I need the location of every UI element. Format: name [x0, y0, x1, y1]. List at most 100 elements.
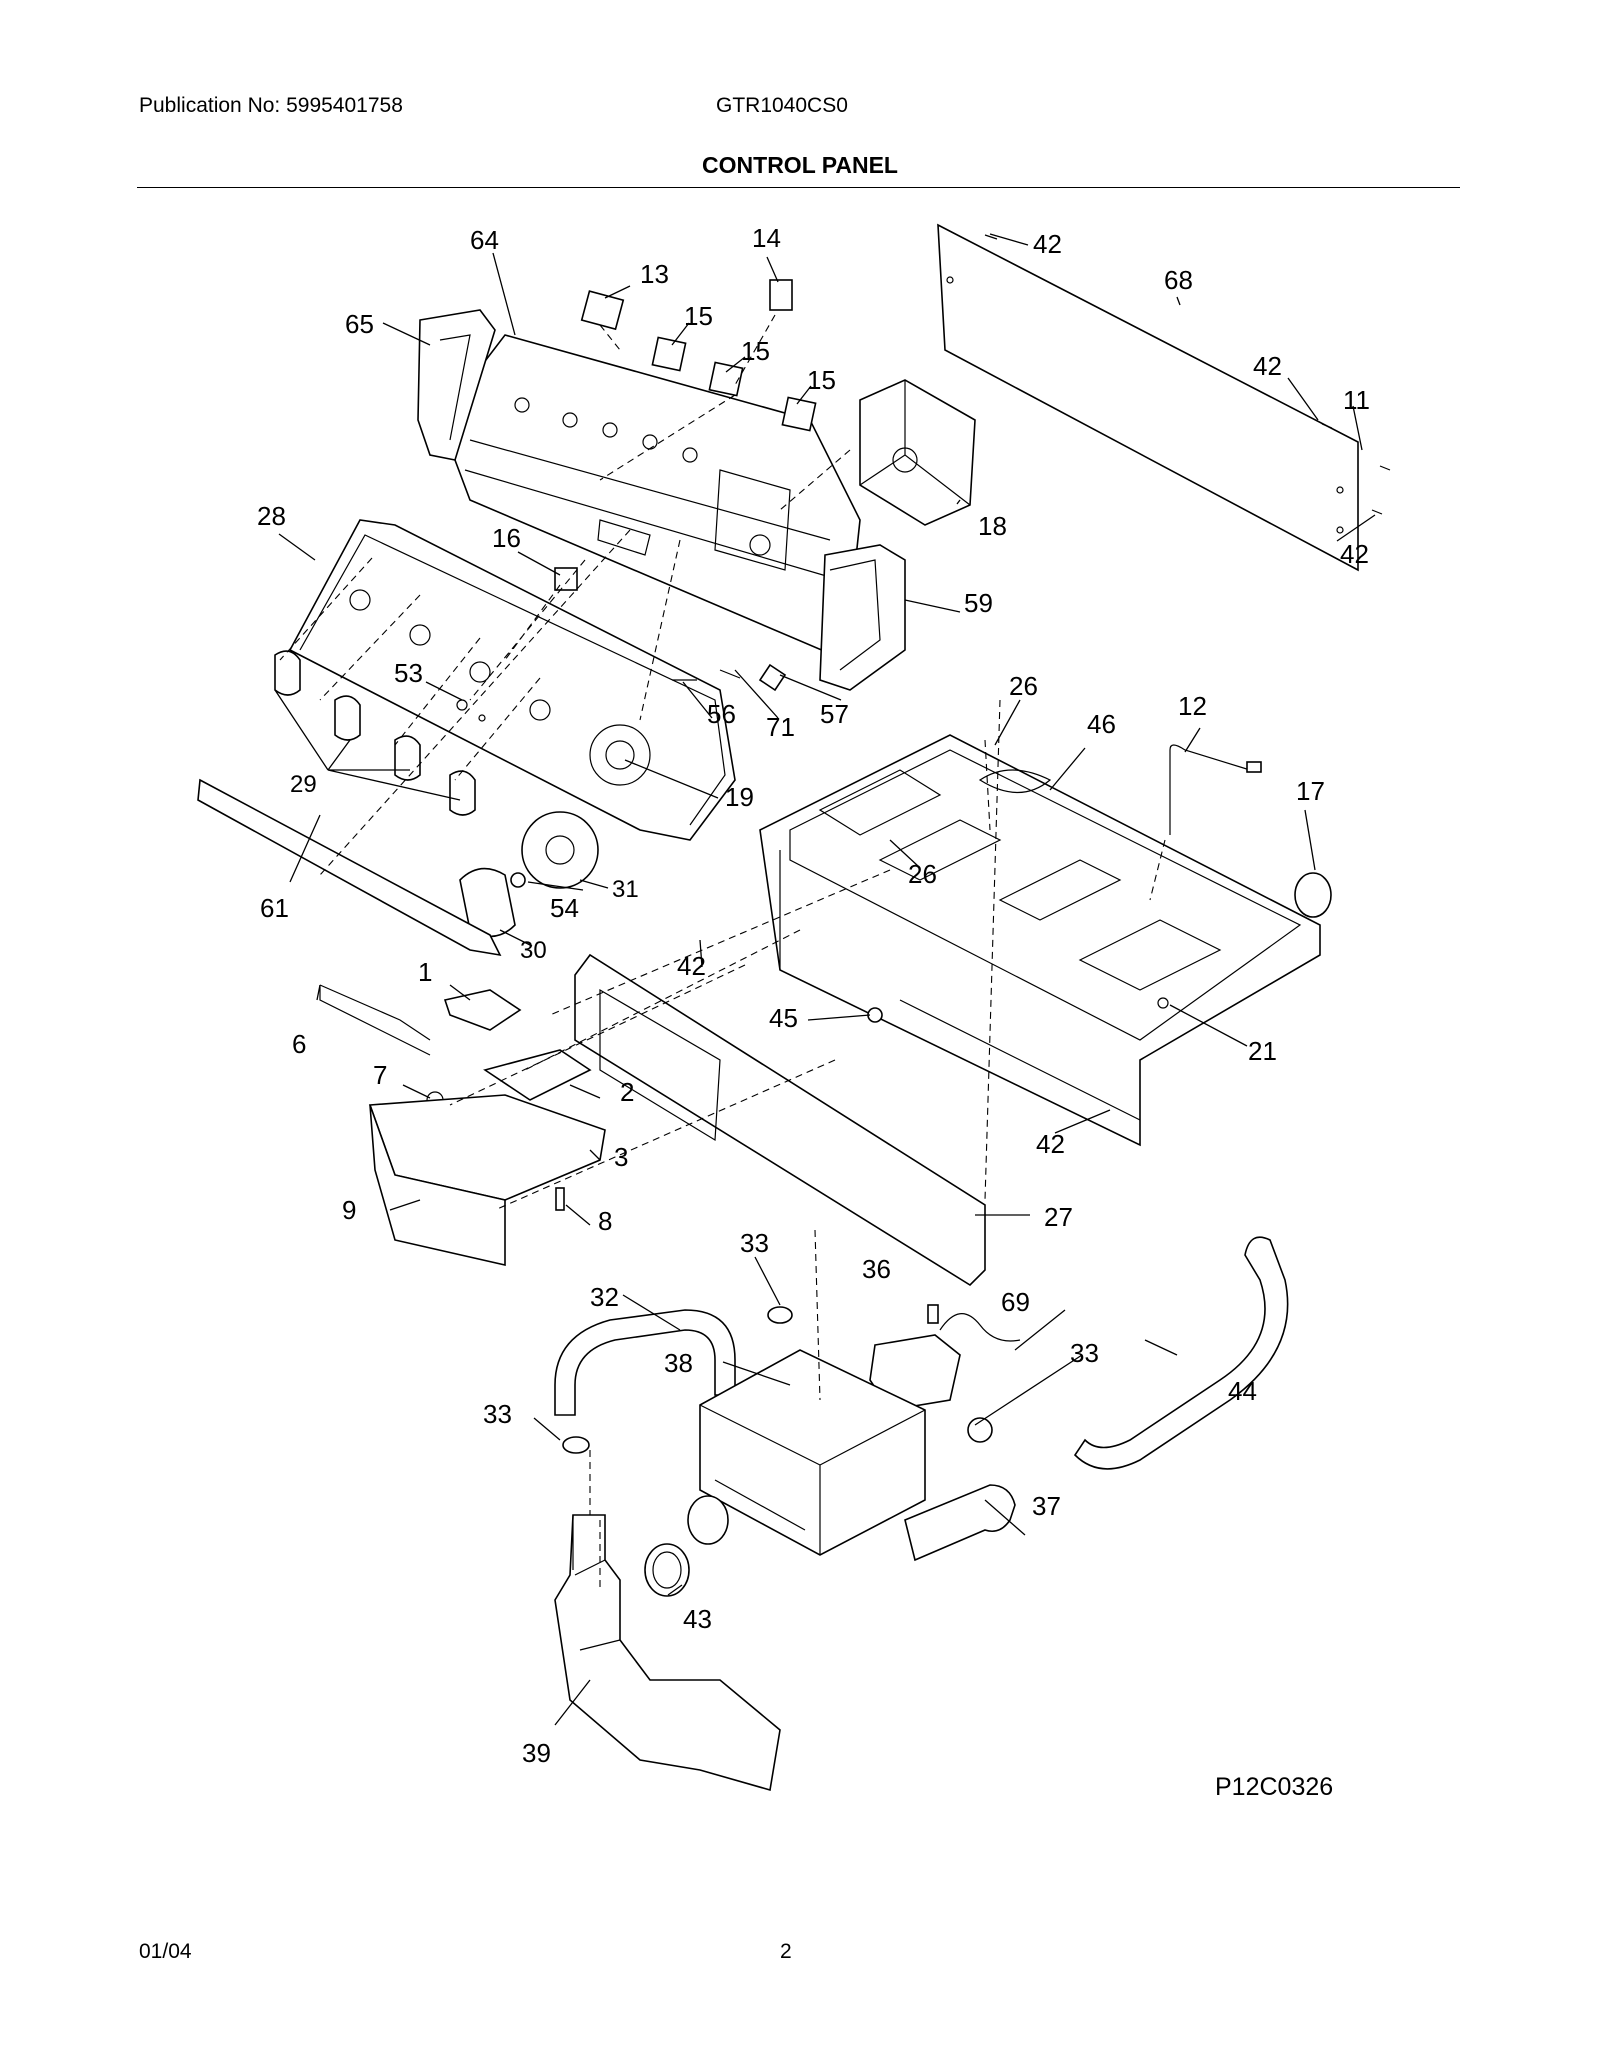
harness-part	[1169, 744, 1251, 835]
left-end-cap-part	[417, 309, 496, 461]
page-title: CONTROL PANEL	[702, 152, 898, 178]
tub-outlet-part	[687, 1495, 729, 1545]
revision-date: 01/04	[139, 1940, 192, 1963]
trim-strip-part	[197, 778, 502, 957]
callout-label: 64	[470, 225, 499, 255]
callout-label: 61	[260, 893, 289, 923]
callout-label: 21	[1248, 1036, 1277, 1066]
callout-label: 43	[683, 1604, 712, 1634]
callout-label: 42	[1253, 351, 1282, 381]
callout-label: 42	[1036, 1129, 1065, 1159]
switch-14-part	[769, 279, 793, 311]
drain-hose-37-part	[904, 1484, 1016, 1562]
callout-label: 6	[292, 1029, 306, 1059]
switch-16-part	[554, 567, 578, 591]
callout-label: 15	[807, 365, 836, 395]
drawer-front-part	[369, 1104, 506, 1267]
publication-number: Publication No: 5995401758	[139, 94, 403, 117]
clamp-33c-part	[967, 1417, 993, 1443]
dispenser-lid-part	[483, 1049, 592, 1101]
callout-label: 45	[769, 1003, 798, 1033]
callout-label: 16	[492, 523, 521, 553]
small-parts-56-71	[672, 669, 741, 681]
pressure-switch-part	[1294, 872, 1332, 918]
dial-ring-part	[510, 872, 526, 888]
clamp-33b-part	[767, 1306, 793, 1324]
callout-label: 38	[664, 1348, 693, 1378]
drain-hose-44-part	[1073, 1236, 1289, 1470]
callout-label: 59	[964, 588, 993, 618]
header-divider	[137, 187, 1460, 188]
callout-label: 12	[1178, 691, 1207, 721]
dispenser-housing-part	[574, 953, 986, 1287]
callout-label: 42	[1340, 539, 1369, 569]
dispenser-tub-part	[699, 1349, 926, 1556]
diagram-code: P12C0326	[1215, 1773, 1333, 1801]
grommet-45-part	[867, 1007, 883, 1023]
callout-label: 26	[1009, 671, 1038, 701]
knob-29a-part	[274, 650, 301, 696]
screws-part	[984, 234, 1391, 515]
callout-label: 37	[1032, 1491, 1061, 1521]
callout-label: 1	[418, 957, 432, 987]
valve-harness-69	[939, 1313, 1021, 1342]
switch-15a-part	[651, 336, 687, 372]
right-end-cap-part	[819, 544, 906, 691]
callout-label: 36	[862, 1254, 891, 1284]
callout-label: 28	[257, 501, 286, 531]
callout-label: 3	[614, 1142, 628, 1172]
fill-hose-part	[554, 1309, 736, 1416]
callout-label: 68	[1164, 265, 1193, 295]
callout-label: 65	[345, 309, 374, 339]
callout-label: 42	[1033, 229, 1062, 259]
control-panel-overlay-part	[288, 519, 736, 841]
callout-label: 32	[590, 1282, 619, 1312]
frame-part	[759, 734, 1321, 1147]
callout-label: 7	[373, 1060, 387, 1090]
callout-label: 26	[908, 859, 937, 889]
callout-label: 18	[978, 511, 1007, 541]
callout-label: 8	[598, 1206, 612, 1236]
callout-label: 29	[290, 771, 317, 798]
callout-label: 9	[342, 1195, 356, 1225]
knob-29b-part	[334, 695, 361, 741]
spring-8-part	[555, 1187, 565, 1211]
callout-label: 13	[640, 259, 669, 289]
knob-29c-part	[394, 735, 421, 781]
callout-label: 17	[1296, 776, 1325, 806]
switch-15c-part	[781, 396, 817, 432]
bellows-part	[554, 1514, 781, 1792]
callout-label: 19	[725, 782, 754, 812]
page-number: 2	[780, 1940, 792, 1963]
callout-label: 71	[766, 712, 795, 742]
callout-label: 15	[684, 301, 713, 331]
callout-label: 57	[820, 699, 849, 729]
callout-label: 44	[1228, 1376, 1257, 1406]
knob-29d-part	[449, 770, 476, 816]
callout-label: 56	[707, 699, 736, 729]
clamp-33a-part	[562, 1436, 590, 1454]
callout-label: 27	[1044, 1202, 1073, 1232]
callout-label: 42	[677, 951, 706, 981]
switch-13-part	[580, 290, 625, 331]
callout-label: 33	[1070, 1338, 1099, 1368]
callout-label: 14	[752, 223, 781, 253]
callout-label: 11	[1343, 385, 1370, 415]
rear-panel-part	[937, 223, 1359, 572]
model-number: GTR1040CS0	[716, 94, 848, 117]
callout-label: 15	[741, 336, 770, 366]
bracket-57-part	[758, 663, 787, 692]
callout-label: 39	[522, 1738, 551, 1768]
dial-skirt-part	[521, 811, 599, 889]
callout-label: 69	[1001, 1287, 1030, 1317]
switch-15b-part	[708, 361, 744, 397]
callout-label: 2	[620, 1077, 634, 1107]
callout-label: 31	[612, 876, 639, 903]
callout-label: 53	[394, 658, 423, 688]
callout-label: 46	[1087, 709, 1116, 739]
callout-label: 30	[520, 937, 547, 964]
gasket-43-part	[644, 1543, 690, 1597]
water-valve-part	[869, 1334, 961, 1411]
callout-label: 33	[483, 1399, 512, 1429]
dispenser-cover-part	[443, 989, 522, 1031]
